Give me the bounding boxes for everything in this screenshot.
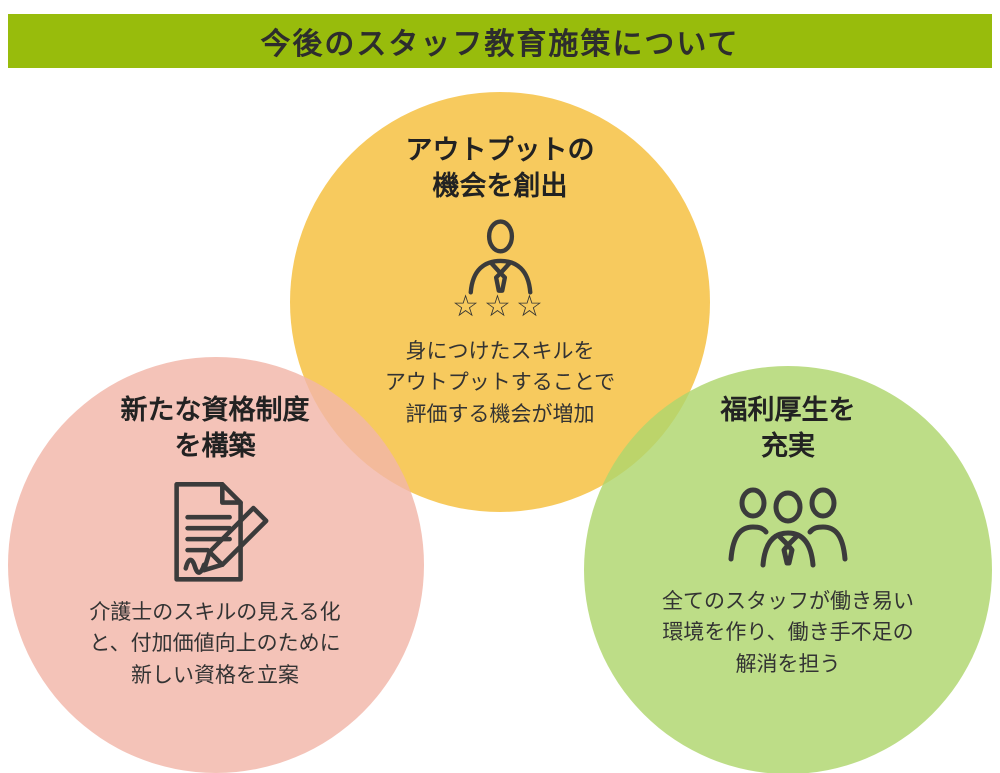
page-title-banner: 今後のスタッフ教育施策について: [8, 14, 992, 68]
person-icon: [468, 219, 532, 295]
section-qualification-title: 新たな資格制度 を構築: [120, 395, 310, 462]
section-welfare: 福利厚生を 充実 全てのスタッフが働き易い 環境を作り、働き手不足の 解消を担う: [593, 392, 983, 680]
section-welfare-body: 全てのスタッフが働き易い 環境を作り、働き手不足の 解消を担う: [662, 589, 914, 676]
section-output-title: アウトプットの 機会を創出: [405, 135, 595, 202]
section-welfare-title: 福利厚生を 充実: [720, 395, 856, 462]
person-with-stars-icon: ☆☆☆: [448, 217, 553, 322]
people-group-icon-svg: [728, 487, 848, 568]
document-pencil-icon: [151, 477, 279, 583]
section-output: アウトプットの 機会を創出 ☆☆☆ 身につけたスキルを アウトプットすることで …: [300, 132, 700, 430]
people-group-icon: [713, 477, 863, 572]
page-title: 今後のスタッフ教育施策について: [260, 28, 740, 61]
three-stars-icon: ☆☆☆: [452, 289, 548, 323]
document-pencil-icon-svg: [174, 481, 269, 582]
section-output-body: 身につけたスキルを アウトプットすることで 評価する機会が増加: [384, 339, 616, 426]
section-qualification-body: 介護士のスキルの見える化 と、付加価値向上のために 新しい資格を立案: [89, 600, 341, 687]
circle-welfare-bg: [584, 366, 992, 773]
section-qualification: 新たな資格制度 を構築 介護士のスキルの見える化 と、付加価値向上のために 新し…: [20, 392, 410, 691]
